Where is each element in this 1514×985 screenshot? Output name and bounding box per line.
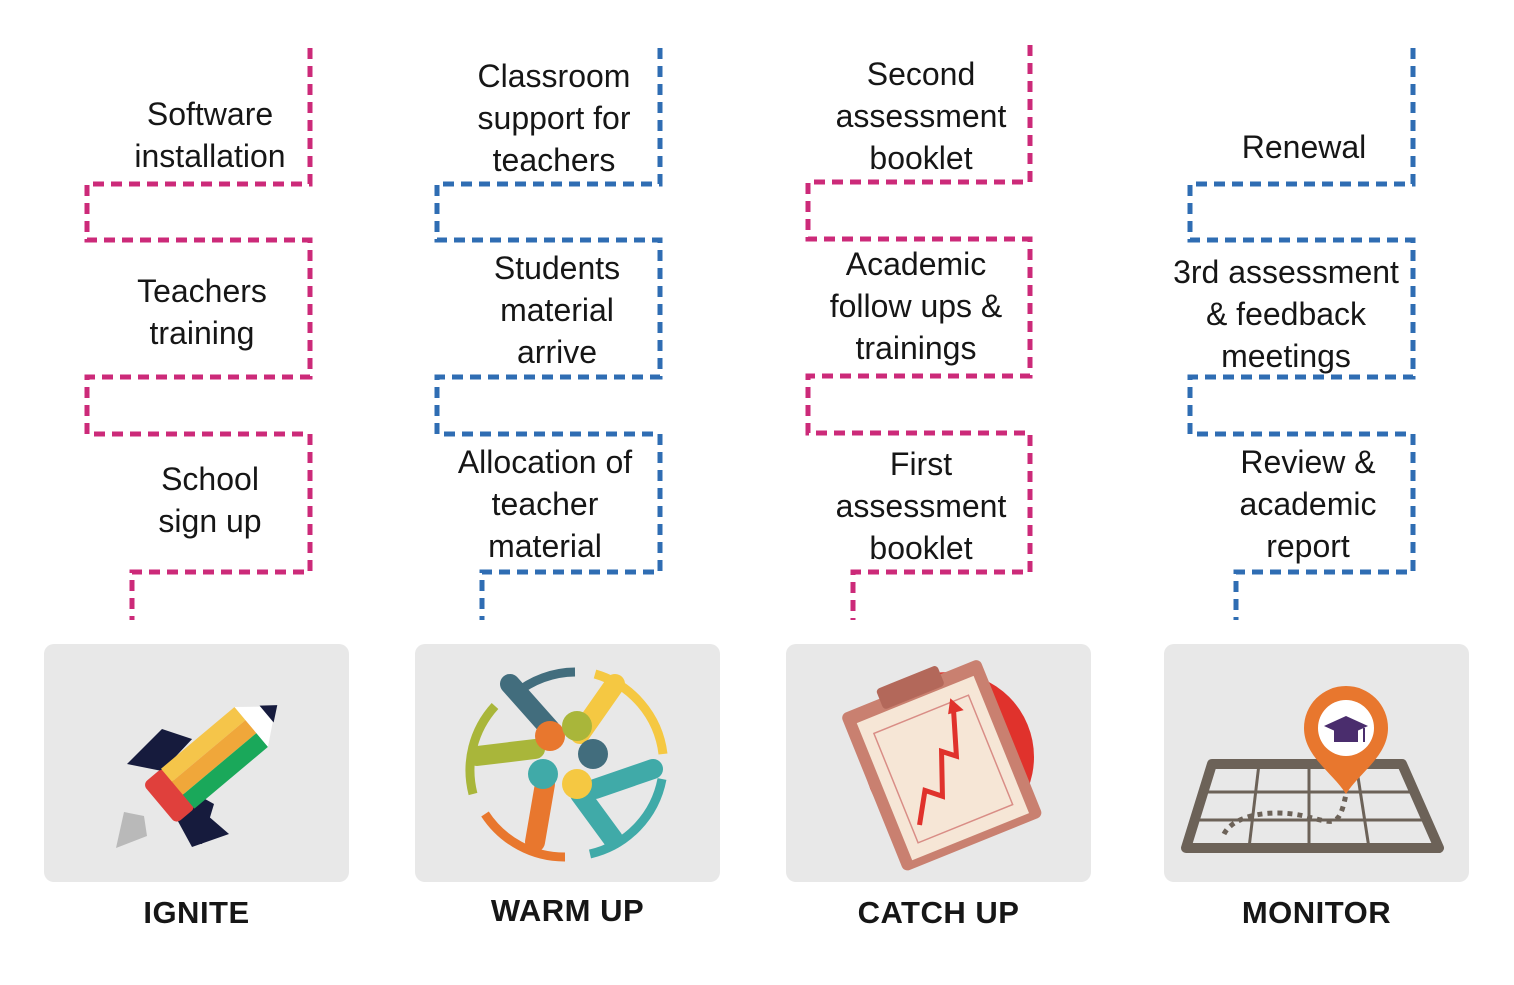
phase-label-catch-up: CATCH UP (857, 895, 1020, 930)
phase-label-monitor: MONITOR (1241, 895, 1392, 930)
rocket-pencil-icon (116, 705, 278, 848)
card-monitor (1164, 644, 1469, 882)
joined-hands-circle-icon (465, 667, 668, 862)
step-teachers-training: Teachers training (137, 273, 267, 351)
step-allocation-teacher-material: Allocation of teacher material (457, 444, 633, 564)
step-second-assessment: Second assessment booklet (835, 56, 1007, 176)
step-renewal: Renewal (1241, 129, 1367, 165)
map-location-pin-icon (1181, 686, 1444, 853)
clipboard-chart-icon (842, 660, 1042, 871)
path-monitor (1187, 48, 1416, 620)
path-warm-up (434, 48, 663, 620)
card-ignite (44, 644, 349, 882)
step-third-assessment: 3rd assessment & feedback meetings (1173, 254, 1399, 374)
card-catch-up (786, 644, 1091, 882)
step-first-assessment: First assessment booklet (835, 446, 1007, 566)
phase-label-ignite: IGNITE (143, 895, 250, 930)
step-school-sign-up: School sign up (158, 461, 262, 539)
step-students-material: Students material arrive (493, 250, 621, 370)
step-review-academic-report: Review & academic report (1239, 444, 1377, 564)
path-ignite (84, 48, 313, 620)
step-classroom-support: Classroom support for teachers (477, 58, 631, 178)
step-software-installation: Software installation (134, 96, 286, 174)
path-catch-up (805, 45, 1033, 620)
card-warm-up (415, 644, 720, 882)
step-academic-follow-ups: Academic follow ups & trainings (829, 246, 1003, 366)
phase-label-warm-up: WARM UP (490, 893, 645, 928)
